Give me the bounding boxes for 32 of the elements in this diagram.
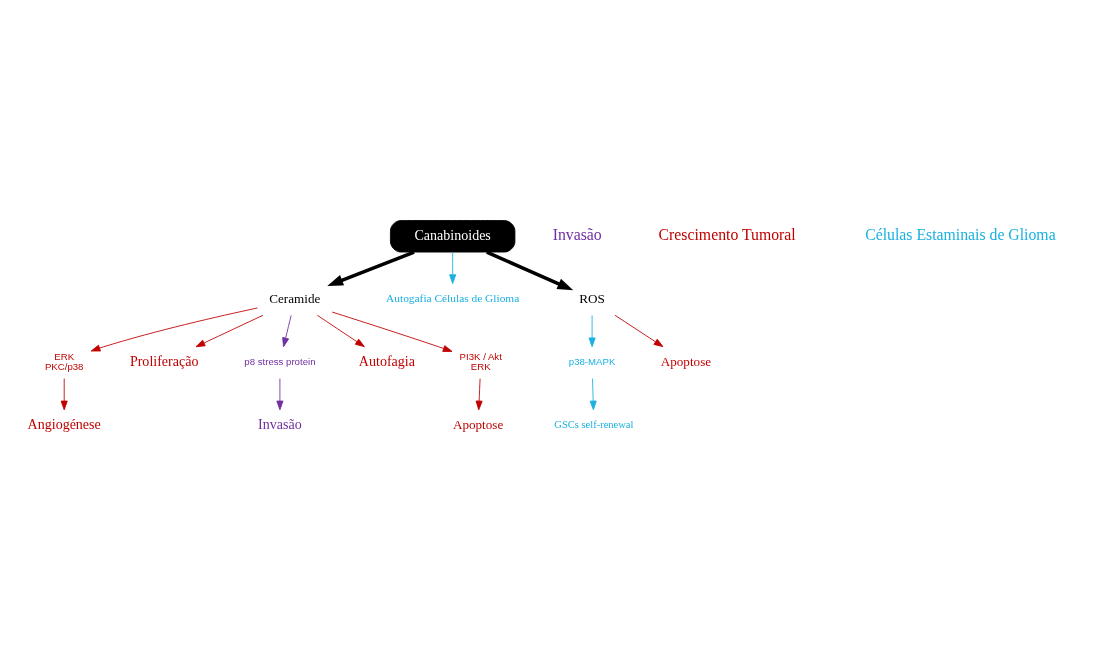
arrow	[282, 315, 292, 348]
arrow	[486, 250, 574, 291]
node-text: GSCs self-renewal	[554, 419, 634, 431]
node-text: ERK PKC/p38	[44, 350, 84, 373]
node-text: Autogafia Células de Glioma	[386, 292, 520, 305]
arrow	[475, 378, 483, 411]
node-text: p8 stress protein	[244, 356, 316, 368]
node-text: Angiogénese	[27, 416, 101, 433]
label: Crescimento Tumoral	[658, 226, 796, 244]
arrow	[195, 314, 264, 348]
arrow	[60, 378, 68, 411]
label: Invasão	[552, 226, 602, 244]
node-text: p38-MAPK	[568, 356, 616, 368]
arrow	[449, 251, 457, 284]
arrow	[614, 314, 664, 348]
node-text: Apoptose	[660, 353, 712, 369]
arrow	[588, 315, 596, 348]
arrow	[90, 307, 258, 352]
node-text: Apoptose	[452, 416, 504, 432]
arrow	[589, 378, 597, 411]
arrow	[276, 378, 284, 411]
arrow	[316, 314, 365, 348]
arrow	[327, 250, 415, 286]
arrow	[331, 311, 453, 352]
node-text: PI3K / Akt ERK	[459, 350, 502, 373]
node-text: Ceramide	[269, 290, 321, 306]
node-text: ROS	[579, 290, 605, 306]
node-text: Invasão	[258, 416, 302, 433]
node-text: Autofagia	[358, 352, 415, 369]
node-text: Proliferação	[129, 352, 199, 369]
node-box: Canabinoides	[389, 220, 516, 253]
label: Células Estaminais de Glioma	[865, 226, 1056, 244]
